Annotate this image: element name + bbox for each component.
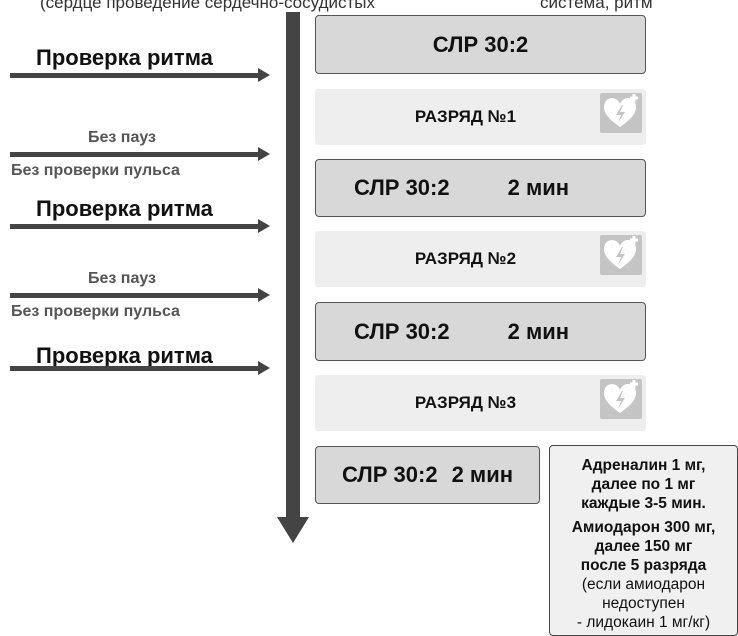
step-shock-3: РАЗРЯД №3: [315, 375, 646, 431]
label-rhythm-check-1: Проверка ритма: [36, 45, 213, 70]
med-adrenaline-line-2: далее по 1 мг: [591, 476, 696, 493]
step-cpr-1: СЛР 30:2: [315, 15, 646, 74]
label-rhythm-check-2: Проверка ритма: [36, 196, 213, 221]
step-cpr-3-ratio: СЛР 30:2: [354, 318, 450, 344]
step-cpr-4: СЛР 30:2 2 мин: [315, 446, 540, 504]
step-shock-2: РАЗРЯД №2: [315, 231, 646, 287]
med-amiodarone-line-2: далее 150 мг: [594, 538, 693, 555]
med-amiodarone-line-3: после 5 разряда: [580, 557, 707, 574]
med-amiodarone-line-1: Амиодарон 300 мг,: [571, 519, 716, 536]
label-no-pause-1: Без пауз: [88, 129, 156, 146]
top-partial-text: (сердце проведение сердечно-сосудистых с…: [40, 0, 653, 13]
top-partial-left: (сердце проведение сердечно-сосудистых: [40, 0, 375, 12]
arrow-rhythm-check-3: [10, 361, 270, 375]
label-no-pulse-check-2: Без проверки пульса: [11, 303, 180, 320]
step-shock-1: РАЗРЯД №1: [315, 89, 646, 145]
arrow-no-pause-2: [10, 288, 270, 302]
step-cpr-2-ratio: СЛР 30:2: [354, 175, 450, 200]
step-cpr-3-time: 2 мин: [507, 318, 570, 344]
medications-box: Адреналин 1 мг, далее по 1 мг каждые 3-5…: [549, 445, 738, 636]
label-no-pulse-check-1: Без проверки пульса: [11, 162, 180, 179]
step-shock-3-label: РАЗРЯД №3: [414, 393, 517, 412]
step-cpr-4-ratio: СЛР 30:2: [341, 462, 438, 487]
med-adrenaline-line-1: Адреналин 1 мг,: [581, 457, 706, 474]
aed-heart-lightning-icon: [600, 93, 642, 133]
med-lidocaine-line-2: недоступен: [602, 595, 685, 612]
med-lidocaine-line-1: (если амиодарон: [581, 576, 706, 593]
med-lidocaine-line-3: - лидокаин 1 мг/кг): [576, 614, 711, 631]
label-no-pause-2: Без пауз: [88, 270, 156, 287]
aed-heart-lightning-icon: [600, 379, 642, 419]
arrow-rhythm-check-2: [10, 219, 270, 233]
step-shock-2-label: РАЗРЯД №2: [414, 249, 517, 268]
step-cpr-2-time: 2 мин: [507, 175, 570, 200]
step-cpr-1-label: СЛР 30:2: [432, 31, 529, 57]
step-cpr-4-time: 2 мин: [451, 462, 514, 487]
arrow-no-pause-1: [10, 147, 270, 161]
top-partial-right: система, ритм: [540, 0, 653, 12]
step-cpr-3: СЛР 30:2 2 мин: [315, 302, 646, 361]
arrow-rhythm-check-1: [10, 68, 270, 82]
aed-heart-lightning-icon: [600, 235, 642, 275]
main-timeline-arrowhead: [277, 517, 309, 543]
label-rhythm-check-3: Проверка ритма: [36, 343, 213, 368]
step-shock-1-label: РАЗРЯД №1: [414, 107, 517, 126]
step-cpr-2: СЛР 30:2 2 мин: [315, 159, 646, 217]
med-adrenaline-line-3: каждые 3-5 мин.: [581, 495, 706, 512]
main-timeline-arrow: [286, 12, 300, 520]
